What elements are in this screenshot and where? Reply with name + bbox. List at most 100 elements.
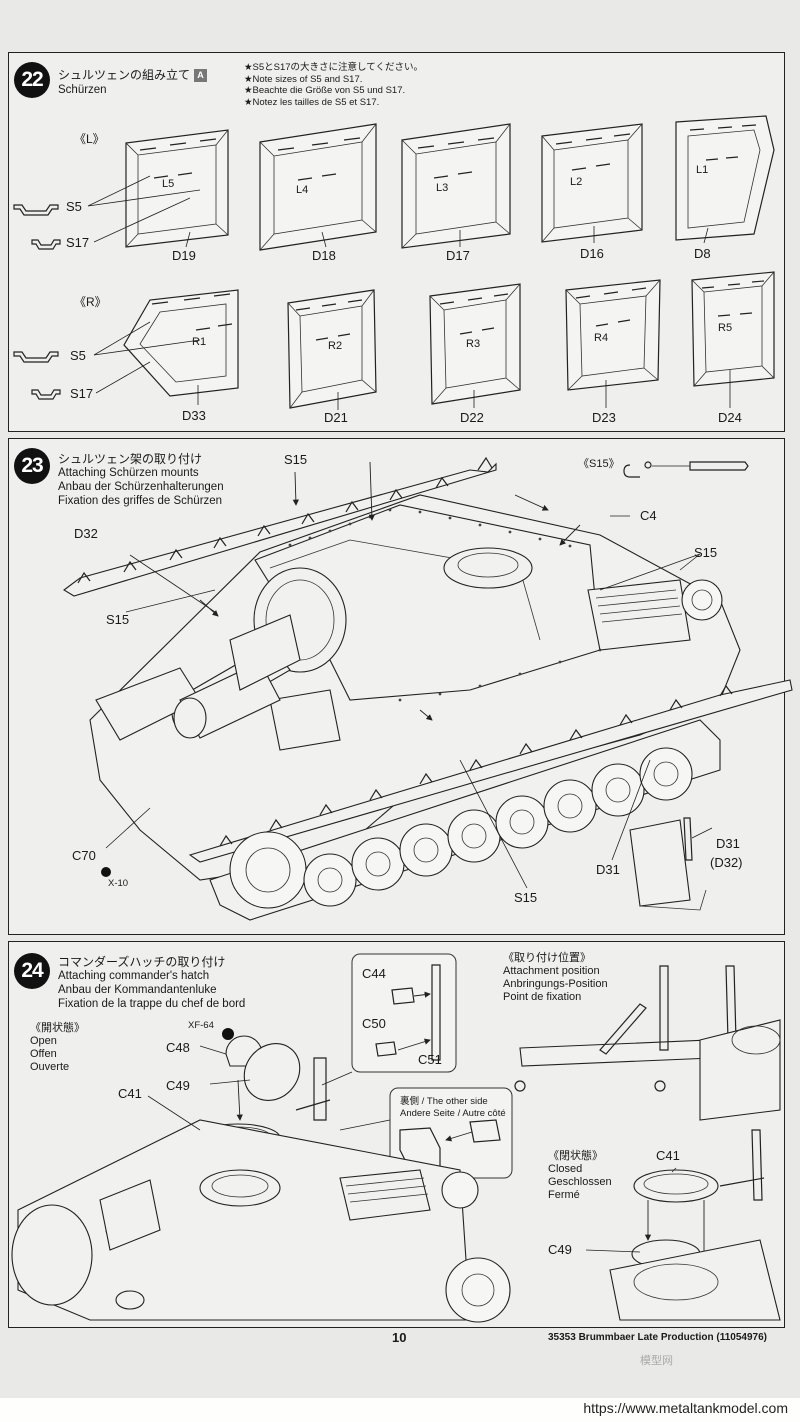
product-code: 35353 Brummbaer Late Production (1105497…: [548, 1332, 767, 1343]
s15-inset-drawing: [623, 461, 749, 478]
plate-d17: [401, 123, 511, 249]
part-label-d16: D16: [580, 246, 604, 261]
schurzen-rail-left: [63, 456, 497, 597]
note-jp: ★S5とS17の大きさに注意してください。: [244, 62, 423, 73]
note-de: ★Beachte die Größe von S5 und S17.: [244, 85, 406, 96]
plate-mark-l4: L4: [296, 184, 309, 196]
label-d31-detail: D31: [716, 836, 740, 851]
part-label-d19: D19: [172, 248, 196, 263]
s5-part-icon-right: [13, 351, 59, 363]
step-22-drawing: [13, 115, 775, 410]
s17-part-icon-left: [31, 239, 61, 250]
part-label-d8: D8: [694, 246, 711, 261]
step-23-title-fr: Fixation des griffes de Schürzen: [58, 495, 223, 507]
attach-position-label: 《取り付け位置》 Attachment position Anbringungs…: [503, 952, 608, 1004]
open-en: Open: [30, 1035, 57, 1047]
step-24-title: コマンダーズハッチの取り付け Attaching commander's hat…: [58, 955, 245, 1011]
label-c49: C49: [166, 1078, 190, 1093]
hull-top-front: [11, 1119, 511, 1323]
label-c49-closed: C49: [548, 1242, 572, 1257]
part-label-s5-left: S5: [66, 199, 82, 214]
plate-mark-l2: L2: [570, 176, 583, 188]
label-s15-left: S15: [106, 612, 130, 627]
label-c70: C70: [72, 848, 96, 863]
label-d32: D32: [74, 526, 98, 541]
closed-jp: 《閉状態》: [548, 1150, 603, 1162]
bracket-hooks: [139, 124, 765, 341]
hull-rivets: [288, 508, 602, 702]
label-xf64: XF-64: [188, 1020, 214, 1031]
plate-d22: [429, 283, 521, 405]
label-s15-top: S15: [284, 452, 308, 467]
label-c48: C48: [166, 1040, 190, 1055]
label-c41-closed: C41: [656, 1148, 680, 1163]
part-label-s17-right: S17: [70, 386, 94, 401]
step-23-title-en: Attaching Schürzen mounts: [58, 467, 199, 479]
schurzen-rail-right: [188, 679, 793, 863]
plate-mark-l1: L1: [696, 164, 709, 176]
plate-mark-l5: L5: [162, 178, 175, 190]
attachment-position-drawing: [514, 965, 781, 1121]
attach-jp: 《取り付け位置》: [503, 952, 591, 964]
plate-d21: [287, 289, 377, 409]
plate-d24: [691, 271, 775, 387]
plate-mark-r4: R4: [594, 332, 609, 344]
closed-de: Geschlossen: [548, 1176, 612, 1188]
step-22-title-de: Schürzen: [58, 84, 107, 96]
step-24-title-fr: Fixation de la trappe du chef de bord: [58, 998, 246, 1010]
other-side-label-1: 裏側 / The other side: [400, 1096, 488, 1107]
part-label-d21: D21: [324, 410, 348, 425]
watermark-url[interactable]: https://www.metaltankmodel.com: [583, 1400, 788, 1416]
part-label-s17-left: S17: [66, 235, 90, 250]
s15-inset-label: 《S15》: [578, 458, 620, 470]
plate-d23: [565, 279, 661, 391]
paint-badge-a: A: [194, 69, 208, 83]
open-state-label: 《開状態》 Open Offen Ouverte: [30, 1022, 85, 1074]
step-24-title-en: Attaching commander's hatch: [58, 970, 210, 982]
closed-state-drawing: [609, 1129, 781, 1321]
step-22-number: 22: [14, 62, 50, 98]
s17-part-icon-right: [31, 389, 61, 400]
part-label-d22: D22: [460, 410, 484, 425]
step-23-title-jp: シュルツェン架の取り付け: [58, 452, 203, 466]
label-c51: C51: [418, 1052, 442, 1067]
side-left-label: 《L》: [74, 132, 105, 146]
label-c44: C44: [362, 966, 386, 981]
side-right-label: 《R》: [74, 295, 107, 309]
label-x10: X-10: [108, 878, 129, 889]
part-label-d17: D17: [446, 248, 470, 263]
label-s15-bottom: S15: [514, 890, 538, 905]
open-de: Offen: [30, 1048, 57, 1060]
step-23-title-de: Anbau der Schürzenhalterungen: [58, 481, 224, 493]
closed-en: Closed: [548, 1163, 583, 1175]
step-24-number: 24: [14, 953, 50, 989]
plate-mark-l3: L3: [436, 182, 449, 194]
note-en: ★Note sizes of S5 and S17.: [244, 73, 363, 85]
open-jp: 《開状態》: [30, 1022, 85, 1034]
step-24-drawing: [11, 953, 781, 1323]
attach-en: Attachment position: [503, 965, 600, 977]
x10-paint-dot: [101, 867, 111, 877]
step-24-title-jp: コマンダーズハッチの取り付け: [58, 955, 226, 969]
label-d31: D31: [596, 862, 620, 877]
step-23-title: シュルツェン架の取り付け Attaching Schürzen mounts A…: [58, 452, 224, 508]
plate-mark-r3: R3: [466, 338, 481, 350]
plate-d18: [259, 123, 377, 251]
step-23-number: 23: [14, 448, 50, 484]
part-label-d24: D24: [718, 410, 742, 425]
plate-mark-r5: R5: [718, 322, 733, 334]
plate-mark-r1: R1: [192, 336, 207, 348]
attach-de: Anbringungs-Position: [503, 978, 608, 990]
part-label-d33: D33: [182, 408, 206, 423]
watermark-bar: [0, 1398, 800, 1422]
watermark-cn: 模型网: [640, 1355, 673, 1367]
main-gun: [173, 614, 301, 739]
closed-fr: Fermé: [548, 1189, 580, 1201]
part-label-d18: D18: [312, 248, 336, 263]
label-s15-right: S15: [694, 545, 718, 560]
closed-state-label: 《閉状態》 Closed Geschlossen Fermé: [548, 1150, 612, 1202]
s5-part-icon-left: [13, 204, 59, 216]
label-c50: C50: [362, 1016, 386, 1031]
